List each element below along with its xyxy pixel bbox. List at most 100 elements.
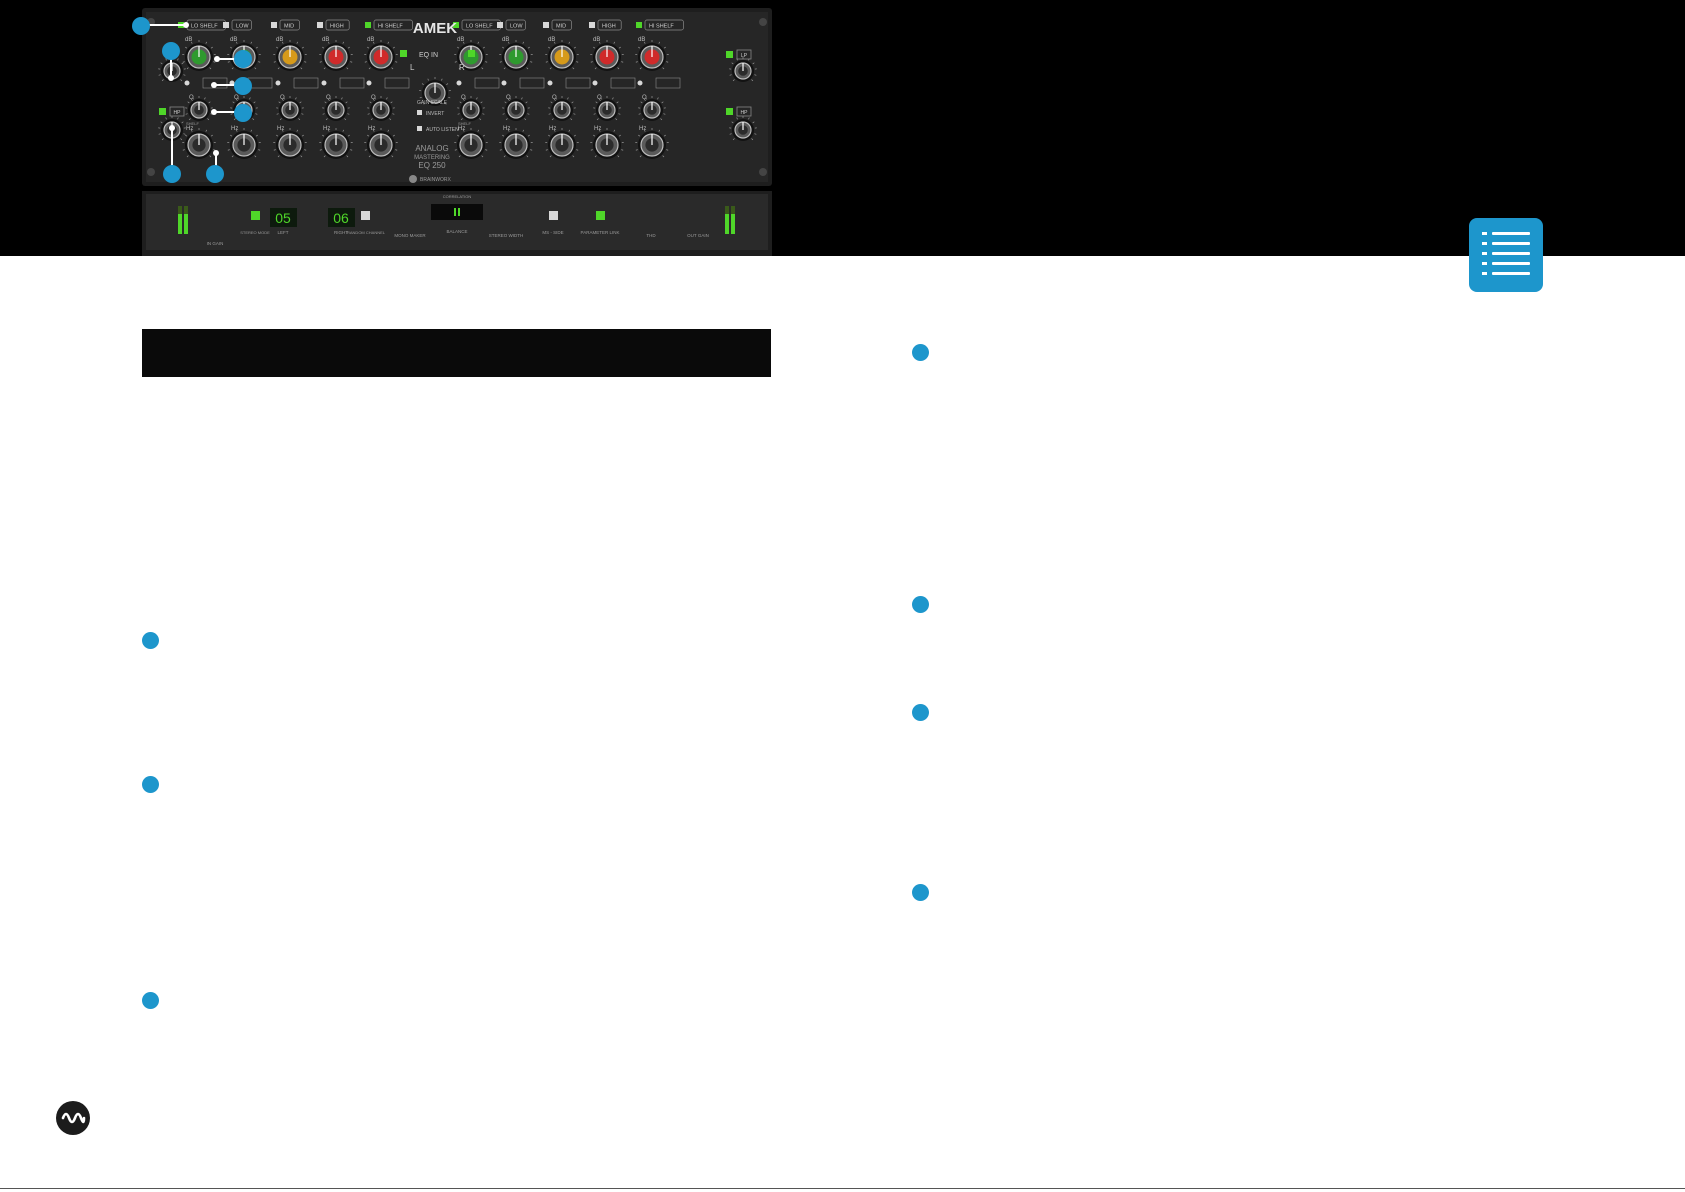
band-label-right-mid: MID [556,24,566,30]
freq-knob-right-mid[interactable] [545,128,579,159]
gain-knob-left-lo-shelf[interactable] [182,40,216,71]
band-led-right-low[interactable] [497,22,503,28]
band-slope-display[interactable] [339,77,365,89]
gain-unit-label: dB [502,37,509,43]
band-led-right-lo-shelf[interactable] [453,22,459,28]
band-button-right-hi-shelf[interactable] [644,19,684,31]
gain-knob-right-low[interactable] [499,40,533,71]
slope-toggle[interactable] [456,80,462,86]
slope-toggle[interactable] [275,80,281,86]
slope-toggle[interactable] [184,80,190,86]
band-button-right-high[interactable] [597,19,622,31]
slope-toggle[interactable] [592,80,598,86]
q-knob-left-lo-shelf[interactable] [185,96,213,121]
band-led-left-mid[interactable] [271,22,277,28]
gain-knob-right-high[interactable] [590,40,624,71]
hp-right-side-freq-knob[interactable] [729,116,757,141]
gain-knob-right-mid[interactable] [545,40,579,71]
brainworx-logo-icon [409,175,417,183]
freq-unit-label: Hz [639,126,646,132]
table-of-contents-button[interactable] [1469,218,1543,292]
slope-toggle[interactable] [547,80,553,86]
invert-button[interactable] [417,110,422,115]
freq-unit-label: Hz [594,126,601,132]
parameter-link-button[interactable] [596,211,605,220]
freq-knob-right-hi-shelf[interactable] [635,128,669,159]
freq-knob-right-low[interactable] [499,128,533,159]
band-slope-display[interactable] [293,77,319,89]
band-slope-display[interactable] [655,77,681,89]
band-led-right-mid[interactable] [543,22,549,28]
q-knob-left-mid[interactable] [276,96,304,121]
hp-right-led[interactable] [726,108,733,115]
lp-right-led[interactable] [726,51,733,58]
gain-unit-label: dB [638,37,645,43]
hp-right-button[interactable] [736,106,752,117]
freq-knob-left-hi-shelf[interactable] [364,128,398,159]
freq-knob-left-low[interactable] [227,128,261,159]
band-button-left-hi-shelf[interactable] [373,19,413,31]
band-led-left-high[interactable] [317,22,323,28]
q-knob-left-hi-shelf[interactable] [367,96,395,121]
q-knob-right-high[interactable] [593,96,621,121]
freq-knob-left-high[interactable] [319,128,353,159]
band-button-left-high[interactable] [325,19,350,31]
gain-knob-left-mid[interactable] [273,40,307,71]
q-knob-left-high[interactable] [322,96,350,121]
gain-knob-left-high[interactable] [319,40,353,71]
slope-toggle[interactable] [366,80,372,86]
freq-knob-right-lo-shelf[interactable] [454,128,488,159]
band-button-left-mid[interactable] [279,19,300,31]
hp-left-button[interactable] [169,106,185,117]
left-channel-display: 05 [275,210,291,226]
callout-marker-4 [234,77,252,95]
random-channel-button[interactable] [361,211,370,220]
eq-in-led-right[interactable] [468,50,475,57]
q-knob-right-low[interactable] [502,96,530,121]
q-knob-right-lo-shelf[interactable] [457,96,485,121]
band-slope-display[interactable] [384,77,410,89]
freq-knob-right-high[interactable] [590,128,624,159]
q-knob-right-hi-shelf[interactable] [638,96,666,121]
hp-right-label: HP [741,110,749,116]
band-slope-display[interactable] [565,77,591,89]
stereo-width-label: STEREO WIDTH [489,233,524,238]
band-slope-display[interactable] [474,77,500,89]
right-channel-display: 06 [333,210,349,226]
gain-knob-right-hi-shelf[interactable] [635,40,669,71]
band-slope-display[interactable] [202,77,228,89]
gain-scale-knob[interactable] [419,77,451,106]
band-label-right-high: HIGH [602,24,616,30]
freq-unit-label: Hz [458,126,465,132]
slope-toggle[interactable] [501,80,507,86]
band-button-left-low[interactable] [231,19,252,31]
q-knob-right-mid[interactable] [548,96,576,121]
freq-knob-left-mid[interactable] [273,128,307,159]
q-label: Q [326,95,331,101]
band-slope-display[interactable] [519,77,545,89]
band-label-left-mid: MID [284,24,294,30]
band-slope-display[interactable] [610,77,636,89]
band-label-right-hi-shelf: HI SHELF [649,24,674,30]
callout-marker-1 [132,17,150,35]
slope-toggle[interactable] [637,80,643,86]
hp-left-label: HP [174,110,182,116]
eq-in-led-left[interactable] [400,50,407,57]
freq-knob-left-lo-shelf[interactable] [182,128,216,159]
band-label-left-hi-shelf: HI SHELF [378,24,403,30]
band-button-right-low[interactable] [505,19,526,31]
band-button-right-mid[interactable] [551,19,572,31]
band-led-right-hi-shelf[interactable] [636,22,642,28]
auto-listen-button[interactable] [417,126,422,131]
stereo-mode-button[interactable] [251,211,260,220]
lp-right-freq-knob[interactable] [729,57,757,82]
hp-left-led[interactable] [159,108,166,115]
slope-toggle[interactable] [321,80,327,86]
ms-side-button[interactable] [549,211,558,220]
band-led-right-high[interactable] [589,22,595,28]
left-label: LEFT [277,230,288,235]
band-led-left-hi-shelf[interactable] [365,22,371,28]
band-led-left-low[interactable] [223,22,229,28]
lp-right-button[interactable] [736,49,752,60]
gain-knob-left-hi-shelf[interactable] [364,40,398,71]
